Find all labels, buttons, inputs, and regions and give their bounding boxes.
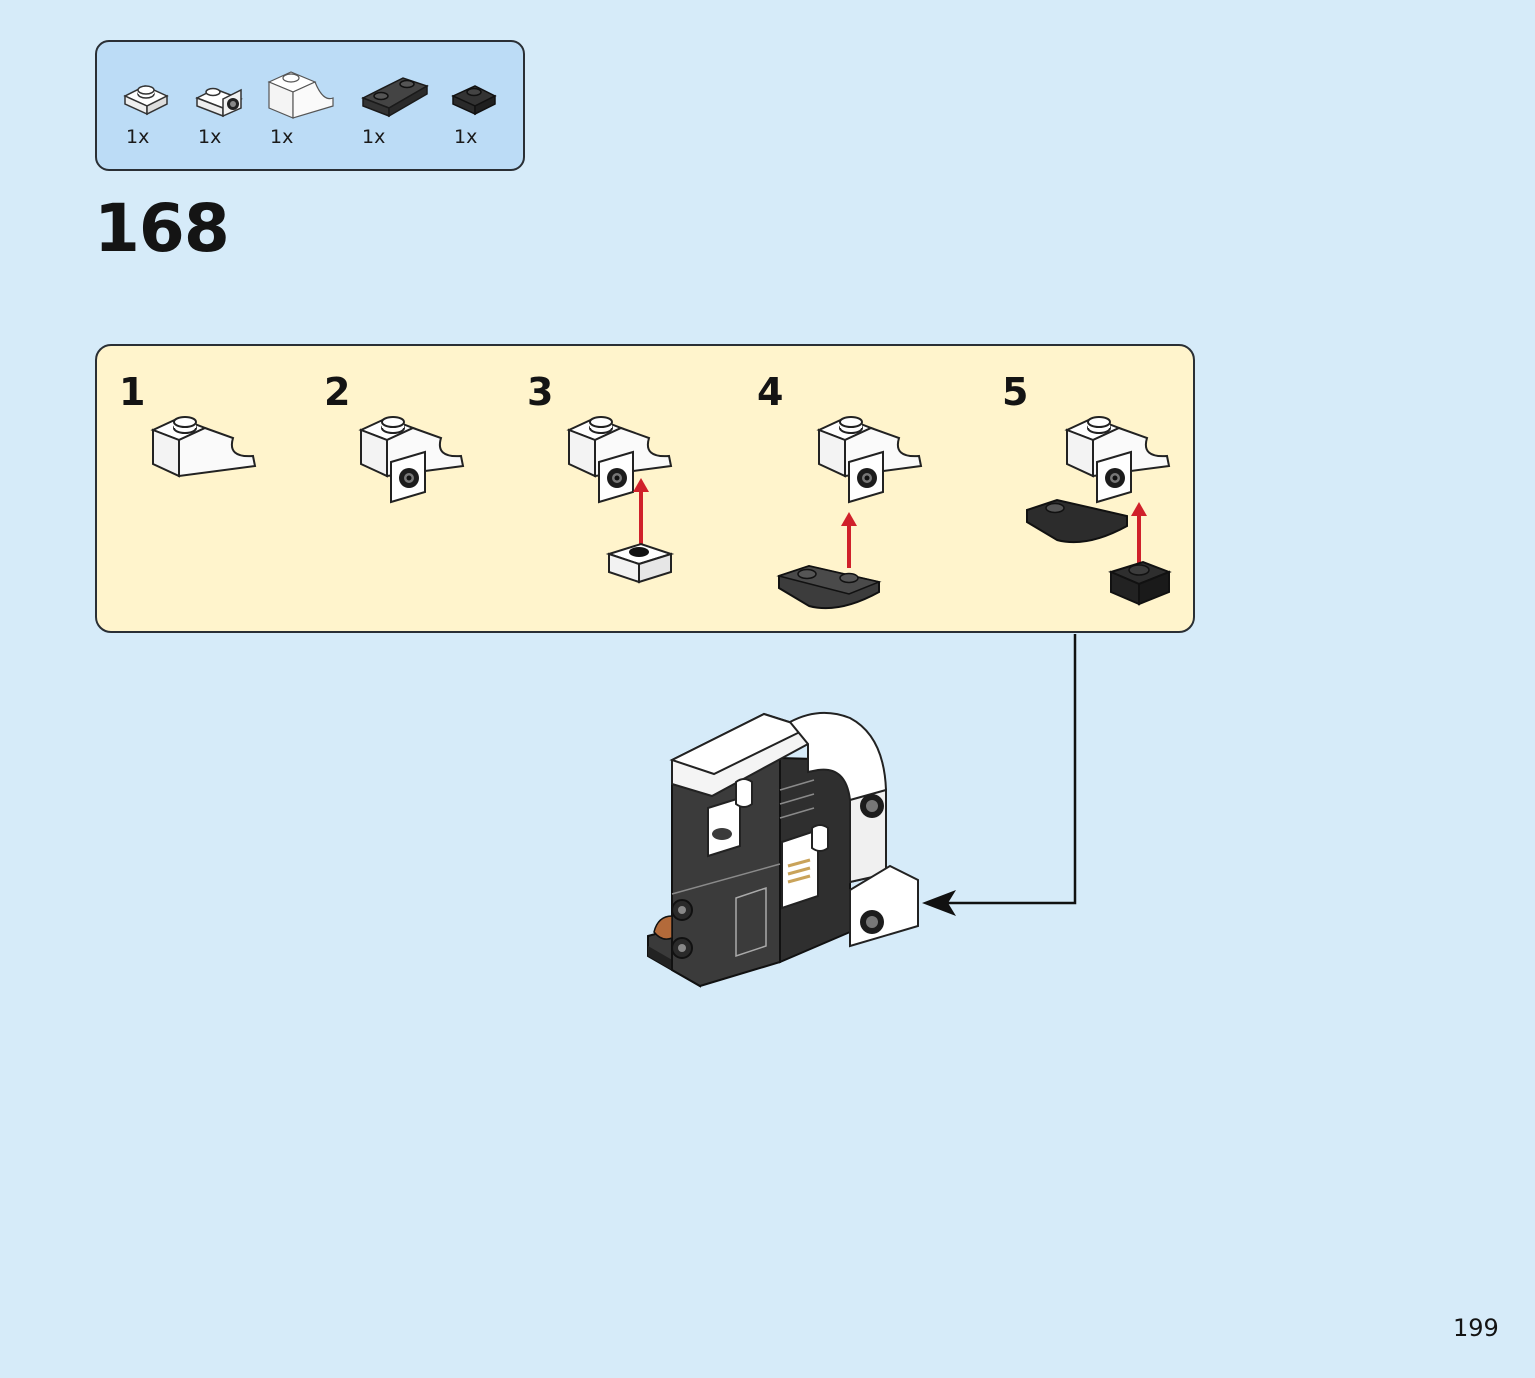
sub-assembly-callout: 1 2 3 4 5 xyxy=(95,344,1195,633)
sub-step-number: 3 xyxy=(527,370,554,414)
sub-step-3-white-plate xyxy=(605,542,675,584)
part-qty: 1x xyxy=(454,126,478,148)
part-qty: 1x xyxy=(126,126,150,148)
sub-step-number: 1 xyxy=(119,370,146,414)
page-number: 199 xyxy=(1453,1314,1499,1342)
sub-step-number: 5 xyxy=(1002,370,1029,414)
sub-step-number: 4 xyxy=(757,370,784,414)
part-white-bracket-icon: 1x xyxy=(195,62,275,152)
sub-step-5-dark-plate xyxy=(1026,498,1128,544)
part-qty: 1x xyxy=(362,126,386,148)
main-model-illustration xyxy=(647,711,919,988)
part-dark-grey-plate-icon: 1x xyxy=(359,62,439,152)
sub-step-number: 2 xyxy=(324,370,351,414)
sub-step-5-black-plate xyxy=(1108,560,1172,606)
parts-list-callout: 1x 1x 1x 1x xyxy=(95,40,525,171)
part-black-plate-icon: 1x xyxy=(451,62,531,152)
part-white-slope-icon: 1x xyxy=(267,62,347,152)
sub-assembly-illustrations xyxy=(152,416,1172,610)
sub-step-4-dark-plate xyxy=(776,564,882,610)
part-white-plate-icon: 1x xyxy=(123,62,203,152)
part-qty: 1x xyxy=(198,126,222,148)
part-qty: 1x xyxy=(270,126,294,148)
step-number: 168 xyxy=(94,190,230,267)
